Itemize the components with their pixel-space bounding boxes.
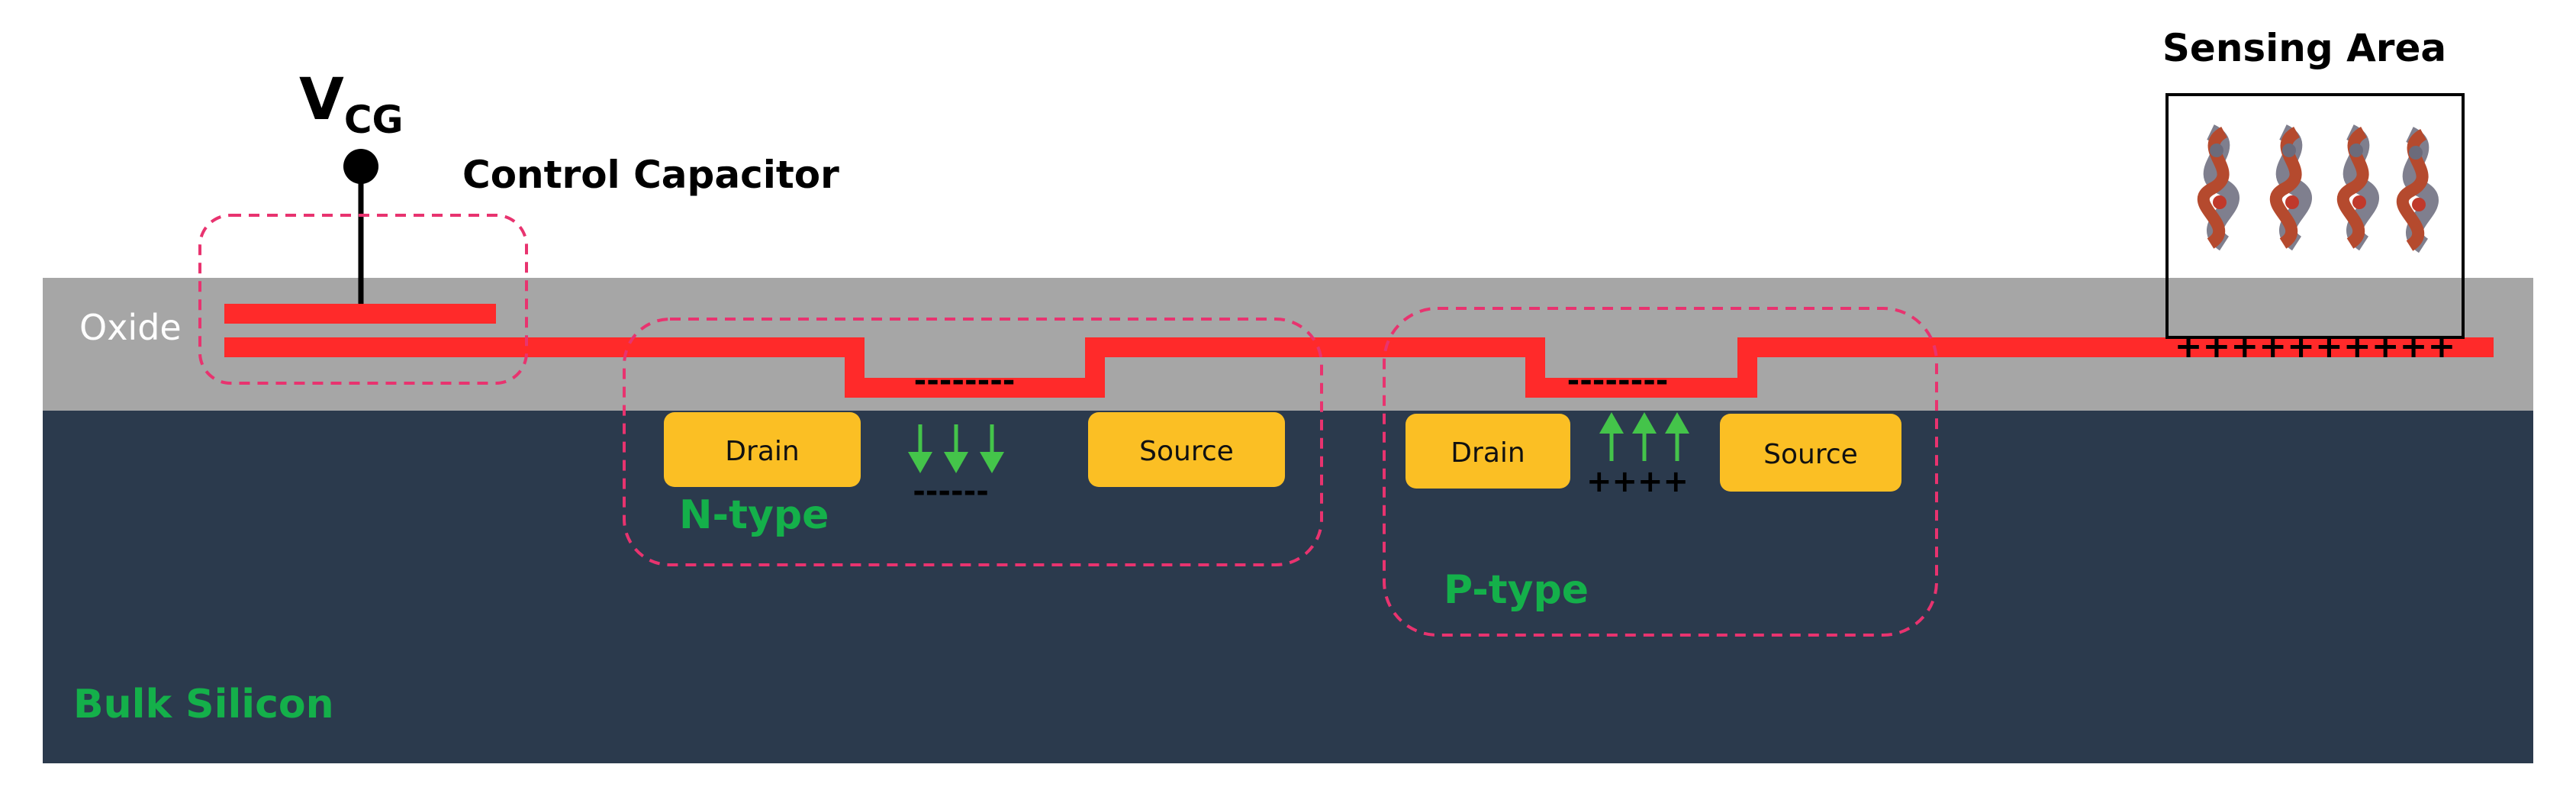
p-type-drain-label: Drain xyxy=(1451,437,1525,469)
control-capacitor-box xyxy=(198,214,528,385)
n-type-source-label: Source xyxy=(1139,436,1234,467)
control-gate-terminal xyxy=(343,149,378,184)
p-type-label: P-type xyxy=(1444,567,1589,613)
p-type-drain-pad xyxy=(1406,414,1570,489)
dna-molecule-icon xyxy=(2197,124,2240,251)
n-type-carrier-charge: ------ xyxy=(913,474,989,509)
n-type-drain-label: Drain xyxy=(725,436,799,467)
control-capacitor-label: Control Capacitor xyxy=(462,153,839,197)
bulk-silicon-layer xyxy=(43,411,2533,763)
dna-molecule-icon xyxy=(2336,124,2379,251)
n-type-channel-charge: -------- xyxy=(914,363,1016,398)
p-type-source-pad xyxy=(1720,414,1901,492)
p-type-channel-charge: -------- xyxy=(1567,363,1669,398)
p-type-box xyxy=(1383,307,1938,637)
n-type-box xyxy=(623,318,1323,566)
n-type-down-arrows-icon xyxy=(908,424,1004,473)
p-type-up-arrows-icon xyxy=(1599,412,1689,461)
n-type-label: N-type xyxy=(679,492,829,538)
p-type-carrier-charge: ++++ xyxy=(1586,464,1689,499)
p-type-source-label: Source xyxy=(1763,439,1858,470)
sensing-area-box xyxy=(2165,93,2465,339)
dna-molecule-icon xyxy=(2396,127,2439,253)
floating-gate xyxy=(224,337,2494,398)
bulk-silicon-label: Bulk Silicon xyxy=(73,682,334,727)
control-gate-plate xyxy=(224,304,496,324)
oxide-label: Oxide xyxy=(79,307,182,348)
sensing-surface-charge: ++++++++++ xyxy=(2175,327,2456,366)
dna-molecule-icon xyxy=(2269,124,2312,251)
n-type-source-pad xyxy=(1088,412,1285,487)
n-type-drain-pad xyxy=(664,412,861,487)
vcg-label: VCG xyxy=(299,65,404,142)
sensing-area-label: Sensing Area xyxy=(2162,26,2446,70)
